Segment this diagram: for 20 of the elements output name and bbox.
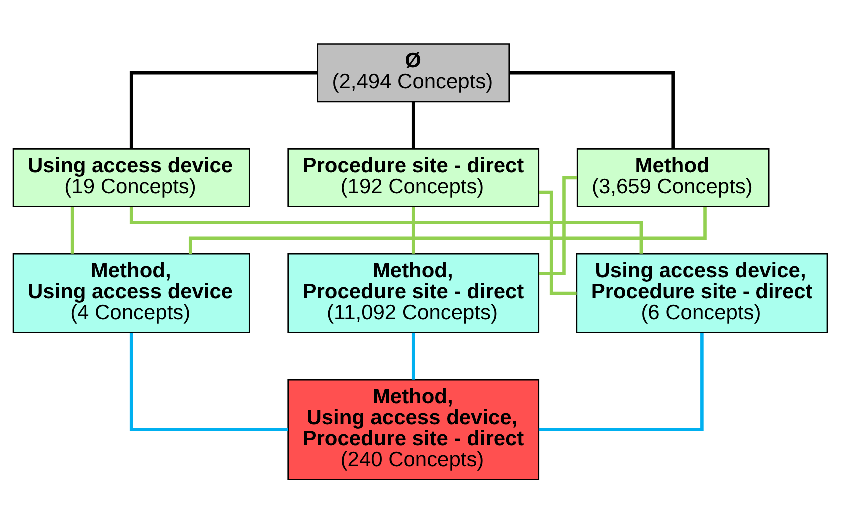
node-box: Method (3,659 Concepts) (576, 148, 770, 208)
connector (130, 332, 288, 432)
node-box: Procedure site - direct (192 Concepts) (288, 148, 540, 208)
node-box: Method, Using access device (4 Concepts) (12, 253, 250, 334)
node-box: Method, Using access device, Procedure site - direct (240 Concepts) (288, 379, 540, 480)
connector (188, 207, 707, 254)
node-box: Using access device, Procedure site - direct (6 Concepts) (576, 253, 828, 334)
node-box: Ø (2,494 Concepts) (317, 44, 510, 103)
connector (412, 102, 416, 149)
connector (70, 207, 74, 254)
connector (412, 332, 416, 380)
node-box: Method, Procedure site - direct (11,092 Concepts) (288, 253, 540, 334)
connector (130, 207, 644, 254)
connector (130, 71, 318, 149)
connector (539, 176, 578, 276)
connector (539, 190, 577, 296)
connector (412, 207, 416, 254)
connector (538, 332, 704, 432)
connector (510, 71, 675, 149)
node-box: Using access device (19 Concepts) (12, 148, 250, 208)
